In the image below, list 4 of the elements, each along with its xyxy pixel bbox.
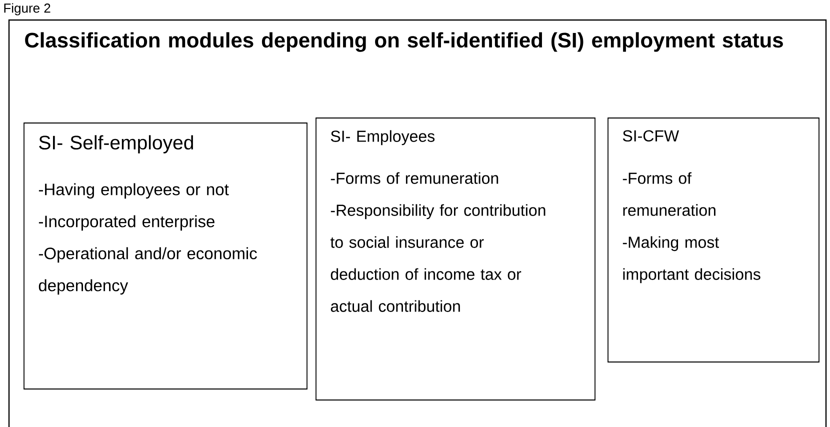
module-box: SI- Employees -Forms of remuneration -Responsibility for contribution to social insurance or deduction of income tax or actual contribution bbox=[316, 118, 596, 400]
module-box: SI- Self-employed -Having employees or not -Incorporated enterprise -Operational and/or economic dependency bbox=[24, 122, 308, 390]
figure-label: Figure 2 bbox=[4, 3, 50, 16]
module-box: SI-CFW -Forms of remuneration -Making most important decisions bbox=[608, 118, 820, 362]
